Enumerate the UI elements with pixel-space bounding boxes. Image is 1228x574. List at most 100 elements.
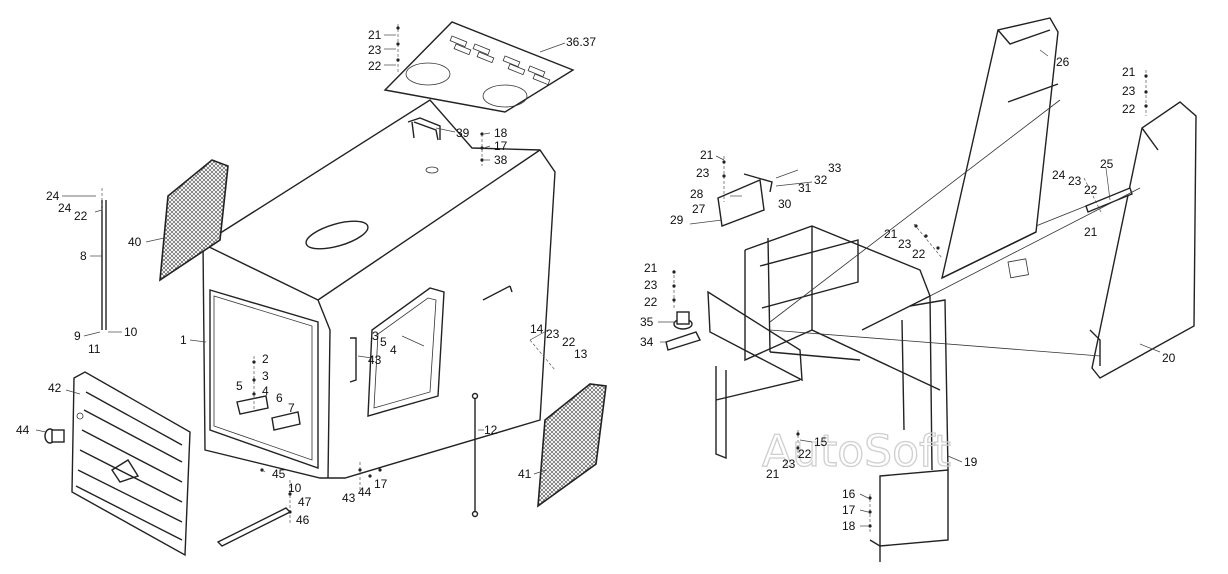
bracket-27-28 xyxy=(717,173,773,227)
door-latch xyxy=(236,395,301,431)
rod-8 xyxy=(101,200,107,330)
callout-23: 23 xyxy=(368,43,382,57)
callout-21: 21 xyxy=(700,148,714,162)
callout-36-37: 36.37 xyxy=(566,35,596,49)
callout-10: 10 xyxy=(288,481,302,495)
callout-21: 21 xyxy=(884,227,898,241)
callout-23: 23 xyxy=(782,457,796,471)
callout-22: 22 xyxy=(1084,183,1098,197)
cab-frame xyxy=(707,225,949,562)
rod-25 xyxy=(1085,187,1133,213)
knob-44 xyxy=(44,428,65,444)
callout-26: 26 xyxy=(1056,55,1070,69)
roof-panel xyxy=(383,21,575,113)
callout-24: 24 xyxy=(1052,168,1066,182)
callout-21: 21 xyxy=(644,261,658,275)
callout-44: 44 xyxy=(358,485,372,499)
callout-17: 17 xyxy=(494,139,508,153)
handle-39 xyxy=(411,121,439,141)
callout-22: 22 xyxy=(74,209,88,223)
callout-22: 22 xyxy=(368,59,382,73)
callout-23: 23 xyxy=(898,237,912,251)
callout-3: 3 xyxy=(372,329,379,343)
fastener-dots xyxy=(252,26,484,514)
callout-24: 24 xyxy=(46,189,60,203)
cab-body xyxy=(202,99,556,479)
assembly-leaders xyxy=(769,99,1141,357)
callout-43: 43 xyxy=(342,491,356,505)
callout-7: 7 xyxy=(288,401,295,415)
callout-42: 42 xyxy=(48,381,62,395)
callout-21: 21 xyxy=(1122,65,1136,79)
callout-44: 44 xyxy=(16,423,30,437)
callout-4: 4 xyxy=(390,343,397,357)
callout-25: 25 xyxy=(1100,157,1114,171)
callout-30: 30 xyxy=(778,197,792,211)
callout-4: 4 xyxy=(262,384,269,398)
callout-23: 23 xyxy=(546,327,560,341)
callout-24: 24 xyxy=(58,201,72,215)
callout-29: 29 xyxy=(670,213,684,227)
callout-18: 18 xyxy=(494,126,508,140)
callout-17: 17 xyxy=(842,503,856,517)
callout-22: 22 xyxy=(798,447,812,461)
callout-33: 33 xyxy=(828,161,842,175)
callout-21: 21 xyxy=(766,467,780,481)
callout-40: 40 xyxy=(128,235,142,249)
front-grille xyxy=(71,371,191,557)
callout-23: 23 xyxy=(1068,174,1082,188)
callout-45: 45 xyxy=(272,467,286,481)
callout-46: 46 xyxy=(296,513,310,527)
fastener-dots-right xyxy=(672,74,1148,528)
callout-34: 34 xyxy=(640,335,654,349)
callout-leaders xyxy=(35,34,1161,527)
callout-21: 21 xyxy=(1084,225,1098,239)
callout-5: 5 xyxy=(380,335,387,349)
callout-39: 39 xyxy=(456,126,470,140)
callout-23: 23 xyxy=(1122,84,1136,98)
callout-12: 12 xyxy=(484,423,498,437)
callout-21: 21 xyxy=(368,28,382,42)
callout-47: 47 xyxy=(298,495,312,509)
side-panel-26 xyxy=(940,17,1059,280)
callout-6: 6 xyxy=(276,391,283,405)
callout-23: 23 xyxy=(644,278,658,292)
callout-18: 18 xyxy=(842,519,856,533)
callout-9: 9 xyxy=(74,329,81,343)
callout-32: 32 xyxy=(814,173,828,187)
rear-panel-20 xyxy=(1089,101,1197,379)
callout-3: 3 xyxy=(262,369,269,383)
side-screen-lower xyxy=(537,383,607,508)
callout-8: 8 xyxy=(80,249,87,263)
callout-38: 38 xyxy=(494,153,508,167)
callout-20: 20 xyxy=(1162,351,1176,365)
callout-22: 22 xyxy=(912,247,926,261)
callout-labels: 21 23 22 36.37 39 18 17 38 24 24 22 40 8… xyxy=(16,28,1176,533)
callout-2: 2 xyxy=(262,352,269,366)
bracket-34-35 xyxy=(665,311,701,351)
strut-12 xyxy=(471,392,479,518)
bar-46 xyxy=(216,507,292,547)
callout-35: 35 xyxy=(640,315,654,329)
callout-22: 22 xyxy=(644,295,658,309)
callout-5: 5 xyxy=(236,379,243,393)
callout-16: 16 xyxy=(842,487,856,501)
callout-43: 43 xyxy=(368,353,382,367)
callout-41: 41 xyxy=(518,467,532,481)
callout-28: 28 xyxy=(690,187,704,201)
callout-10: 10 xyxy=(124,325,138,339)
callout-22: 22 xyxy=(1122,102,1136,116)
fastener-stack xyxy=(101,24,556,524)
callout-22: 22 xyxy=(562,335,576,349)
callout-11: 11 xyxy=(88,342,101,356)
callout-27: 27 xyxy=(692,202,706,216)
callout-1: 1 xyxy=(180,333,187,347)
callout-15: 15 xyxy=(814,435,828,449)
callout-19: 19 xyxy=(964,455,978,469)
side-screen-upper xyxy=(159,159,229,282)
callout-23: 23 xyxy=(696,166,710,180)
callout-13: 13 xyxy=(574,347,588,361)
callout-17: 17 xyxy=(374,477,388,491)
callout-31: 31 xyxy=(798,181,812,195)
